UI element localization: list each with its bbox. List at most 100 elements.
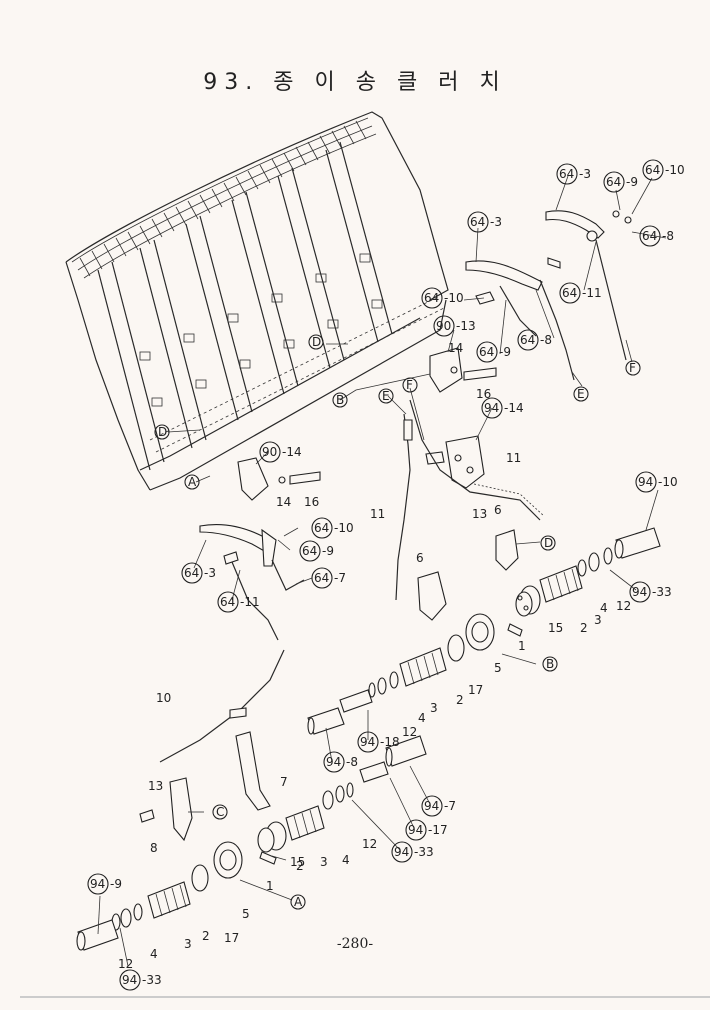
svg-text:A: A xyxy=(188,475,197,489)
callout-94-14: 94-14 xyxy=(481,397,524,419)
num-16-b: 16 xyxy=(304,495,319,509)
callouts: 64-3 64-9 64-10 64-3 64-8 64-11 64-10 64… xyxy=(87,159,685,991)
num-3-c: 3 xyxy=(320,855,328,869)
svg-text:90: 90 xyxy=(262,445,277,459)
svg-text:-7: -7 xyxy=(334,571,346,585)
callout-B-frame: B xyxy=(332,392,348,408)
svg-text:94: 94 xyxy=(638,475,653,489)
svg-text:-7: -7 xyxy=(444,799,456,813)
callout-64-10-left: 64-10 xyxy=(311,517,354,539)
svg-text:-9: -9 xyxy=(626,175,638,189)
num-5-b: 5 xyxy=(242,907,250,921)
svg-text:-8: -8 xyxy=(662,229,674,243)
svg-text:94: 94 xyxy=(424,799,439,813)
leader-lines xyxy=(97,175,667,967)
svg-text:B: B xyxy=(336,393,344,407)
svg-text:F: F xyxy=(629,361,636,375)
callout-94-33-upper: 94 -33 xyxy=(629,581,672,603)
num-4-c: 4 xyxy=(342,853,350,867)
num-17-b: 17 xyxy=(224,931,239,945)
callout-64-11-left: 64-11 xyxy=(217,591,260,613)
num-12-c: 12 xyxy=(362,837,377,851)
num-8: 8 xyxy=(150,841,158,855)
frame-slots xyxy=(139,253,383,407)
callout-64-10-mid: 64-10 xyxy=(421,287,464,309)
svg-text:-33: -33 xyxy=(414,845,434,859)
callout-A-lower: A xyxy=(290,894,306,910)
svg-text:64: 64 xyxy=(470,215,485,229)
svg-text:-17: -17 xyxy=(428,823,448,837)
svg-text:64: 64 xyxy=(479,345,494,359)
callout-90-13: 90-13 xyxy=(433,315,476,337)
num-15-b: 15 xyxy=(290,855,305,869)
page-edge xyxy=(20,996,710,998)
svg-text:C: C xyxy=(216,805,224,819)
callout-64-8-mid: 64 -8 xyxy=(517,329,552,351)
num-10: 10 xyxy=(156,691,171,705)
callout-94-18: 94-18 xyxy=(357,731,400,753)
svg-text:-11: -11 xyxy=(582,286,602,300)
upper-right-linkage xyxy=(429,210,632,393)
num-2-b: 2 xyxy=(456,693,464,707)
svg-text:64: 64 xyxy=(520,333,535,347)
num-6-a: 6 xyxy=(494,503,502,517)
svg-text:B: B xyxy=(546,657,554,671)
num-11-a: 11 xyxy=(506,451,521,465)
frame-hatching xyxy=(79,120,367,277)
svg-text:64: 64 xyxy=(645,163,660,177)
callout-94-33-mid: 94 -33 xyxy=(391,841,434,863)
svg-text:-13: -13 xyxy=(456,319,476,333)
svg-text:A: A xyxy=(294,895,303,909)
lower-clutch-shaft xyxy=(76,623,523,951)
callout-94-17: 94 -17 xyxy=(405,819,448,841)
svg-text:94: 94 xyxy=(632,585,647,599)
num-2-c: 2 xyxy=(296,859,304,873)
callout-D-frame: D xyxy=(308,334,324,350)
callout-64-11-top: 64-11 xyxy=(559,282,602,304)
upper-clutch-shaft xyxy=(307,527,661,735)
svg-text:-8: -8 xyxy=(540,333,552,347)
svg-text:94: 94 xyxy=(394,845,409,859)
svg-text:64: 64 xyxy=(302,544,317,558)
svg-text:-3: -3 xyxy=(490,215,502,229)
svg-text:-8: -8 xyxy=(346,755,358,769)
svg-text:64: 64 xyxy=(606,175,621,189)
svg-text:E: E xyxy=(577,387,585,401)
num-13-b: 13 xyxy=(148,779,163,793)
callout-94-7: 94 -7 xyxy=(421,795,456,817)
svg-text:64: 64 xyxy=(559,167,574,181)
callout-64-10-top: 64 -10 xyxy=(642,159,685,181)
svg-text:-9: -9 xyxy=(499,345,511,359)
svg-text:-10: -10 xyxy=(444,291,464,305)
svg-text:94: 94 xyxy=(484,401,499,415)
svg-text:-18: -18 xyxy=(380,735,400,749)
num-7: 7 xyxy=(280,775,288,789)
svg-text:D: D xyxy=(312,335,321,349)
svg-text:-9: -9 xyxy=(322,544,334,558)
svg-text:-11: -11 xyxy=(240,595,260,609)
num-12-a: 12 xyxy=(616,599,631,613)
callout-E-top: E xyxy=(573,386,589,402)
svg-text:-33: -33 xyxy=(142,973,162,987)
svg-text:F: F xyxy=(406,378,413,392)
num-5-a: 5 xyxy=(494,661,502,675)
svg-text:-3: -3 xyxy=(204,566,216,580)
svg-text:94: 94 xyxy=(122,973,137,987)
callout-C: C xyxy=(212,804,228,820)
callout-64-9-left: 64 -9 xyxy=(299,540,334,562)
num-2-d: 2 xyxy=(202,929,210,943)
middle-bracket-assembly xyxy=(237,399,545,601)
callout-64-3-left: 64-3 xyxy=(181,562,216,584)
num-1-a: 1 xyxy=(518,639,526,653)
svg-text:-33: -33 xyxy=(652,585,672,599)
callout-64-3-top: 64-3 xyxy=(556,163,591,185)
svg-text:-9: -9 xyxy=(110,877,122,891)
svg-text:94: 94 xyxy=(408,823,423,837)
svg-text:-10: -10 xyxy=(334,521,354,535)
num-3-b: 3 xyxy=(430,701,438,715)
num-17-a: 17 xyxy=(468,683,483,697)
callout-64-9-mid: 64 -9 xyxy=(476,341,511,363)
part-numbers: 14 16 14 16 11 11 13 6 6 15 1 2 3 4 12 5… xyxy=(118,341,631,971)
svg-text:-10: -10 xyxy=(665,163,685,177)
